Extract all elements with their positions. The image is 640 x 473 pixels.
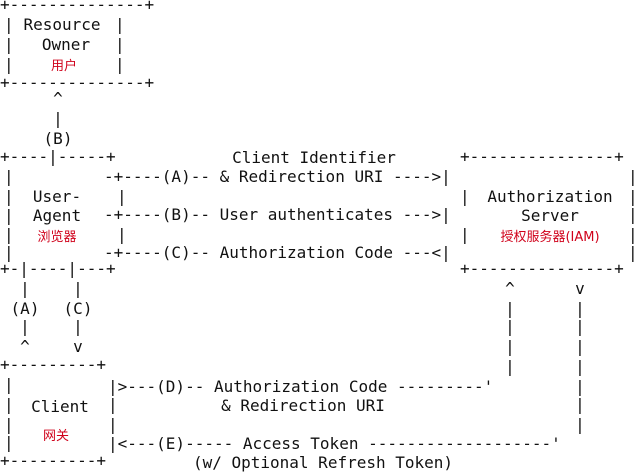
user-agent-label-line2: Agent: [33, 206, 81, 225]
user-agent-left-edge: |: [4, 167, 14, 186]
vertical-line-glyph: |: [575, 415, 585, 434]
resource-owner-border-top: +--------------+: [0, 0, 154, 14]
auth-server-right-edge: |: [628, 243, 638, 262]
auth-server-right-edge: |: [628, 167, 638, 186]
vertical-line-glyph: |: [505, 317, 515, 336]
resource-owner-label-line2: Owner: [42, 35, 91, 54]
client-border-bottom: +---------+: [0, 451, 106, 470]
vertical-line-glyph: |: [575, 357, 585, 376]
arrow-up-glyph: ^: [53, 89, 63, 108]
vertical-line-glyph: |: [575, 299, 585, 318]
resource-owner-border-bottom: +--------------+: [0, 73, 154, 92]
auth-server-right-edge: |: [628, 225, 638, 244]
resource-owner-left-edge: |: [4, 55, 14, 74]
arrow-up-glyph: ^: [20, 337, 30, 356]
client-cn-label: 网关: [43, 429, 69, 444]
client-left-edge: |: [4, 415, 14, 434]
vertical-line-glyph: |: [20, 317, 30, 336]
user-agent-left-edge: |: [4, 225, 14, 244]
auth-server-left-edge: |: [460, 187, 470, 206]
client-server-flows: |>---(D)-- Authorization Code ---------'…: [108, 377, 561, 472]
resource-owner-right-edge: |: [115, 55, 125, 74]
auth-server-cn-label: 授权服务器(IAM): [500, 229, 599, 245]
arrow-up-glyph: ^: [505, 279, 515, 298]
client-border-top: +---------+: [0, 355, 106, 374]
client-left-edge: |: [4, 375, 14, 394]
auth-server-right-edge: |: [628, 205, 638, 224]
server-client-vertical-lines: ^ | | | | v | | | | | | |: [505, 279, 585, 434]
ua-server-flows: Client Identifier -+----(A)-- & Redirect…: [104, 148, 451, 262]
ua-client-vertical-flows: | (A) | ^ | (C) | v: [11, 279, 93, 356]
vertical-line-glyph: |: [575, 337, 585, 356]
resource-owner-label-line1: Resource: [23, 15, 100, 34]
resource-owner-cn-label: 用户: [51, 58, 77, 74]
vertical-line-glyph: |: [575, 395, 585, 414]
auth-server-label-line2: Server: [521, 206, 579, 225]
vertical-line-glyph: |: [575, 377, 585, 396]
flow-e-caption: (w/ Optional Refresh Token): [193, 453, 453, 472]
vertical-line-glyph: |: [505, 337, 515, 356]
vertical-line-glyph: |: [505, 299, 515, 318]
flow-d-row: |>---(D)-- Authorization Code ---------': [108, 377, 493, 396]
flow-a-row: -+----(A)-- & Redirection URI ---->|: [104, 167, 451, 186]
resource-owner-right-edge: |: [115, 15, 125, 34]
auth-server-border-bottom: +---------------+: [460, 259, 624, 278]
user-agent-right-edge: |: [117, 225, 127, 244]
flow-b-label: (B): [44, 129, 73, 148]
flow-a-vertical-label: (A): [11, 299, 40, 318]
vertical-line-glyph: |: [73, 279, 83, 298]
flow-e-row: |<---(E)----- Access Token -------------…: [108, 434, 561, 453]
flow-b-row: -+----(B)-- User authenticates --->|: [104, 205, 451, 224]
user-agent-cn-label: 浏览器: [37, 229, 76, 245]
resource-owner-left-edge: |: [4, 35, 14, 54]
client-left-edge: |: [4, 433, 14, 452]
vertical-line-glyph: |: [575, 317, 585, 336]
resource-owner-box: +--------------+ | | | | | | +----------…: [0, 0, 154, 92]
user-agent-left-edge: |: [4, 187, 14, 206]
flow-d-caption: & Redirection URI: [221, 396, 385, 415]
vertical-line-glyph: |: [53, 109, 63, 128]
user-agent-border-bottom: +-|----|---+: [0, 259, 116, 278]
resource-owner-right-edge: |: [115, 35, 125, 54]
flow-a-caption: Client Identifier: [232, 148, 396, 167]
user-agent-right-edge: |: [117, 187, 127, 206]
user-agent-border-top: +----|-----+: [0, 147, 116, 166]
client-right-edge: |: [108, 395, 118, 414]
auth-server-border-top: +---------------+: [460, 147, 624, 166]
auth-server-right-edge: |: [628, 187, 638, 206]
vertical-line-glyph: |: [73, 317, 83, 336]
auth-server-label-line1: Authorization: [487, 187, 612, 206]
client-left-edge: |: [4, 395, 14, 414]
user-agent-label-line1: User-: [33, 187, 81, 206]
vertical-line-glyph: |: [20, 279, 30, 298]
client-right-edge: |: [108, 415, 118, 434]
arrow-down-glyph: v: [575, 279, 585, 298]
client-box: +---------+ | | | | | | +---------+ Clie…: [0, 355, 118, 470]
resource-owner-left-edge: |: [4, 15, 14, 34]
flow-c-row: -+----(C)-- Authorization Code ---<|: [104, 243, 451, 262]
client-label: Client: [31, 397, 89, 416]
vertical-line-glyph: |: [505, 357, 515, 376]
flow-c-vertical-label: (C): [64, 299, 93, 318]
user-agent-left-edge: |: [4, 243, 14, 262]
authorization-server-box: +---------------+ | | | | | | | +-------…: [460, 147, 638, 278]
arrow-down-glyph: v: [73, 337, 83, 356]
user-agent-left-edge: |: [4, 206, 14, 225]
flow-b-vertical: ^ | (B): [44, 89, 73, 148]
user-agent-box: +----|-----+ | | | | | | | +-|----|---+ …: [0, 147, 127, 278]
auth-server-left-edge: |: [460, 225, 470, 244]
